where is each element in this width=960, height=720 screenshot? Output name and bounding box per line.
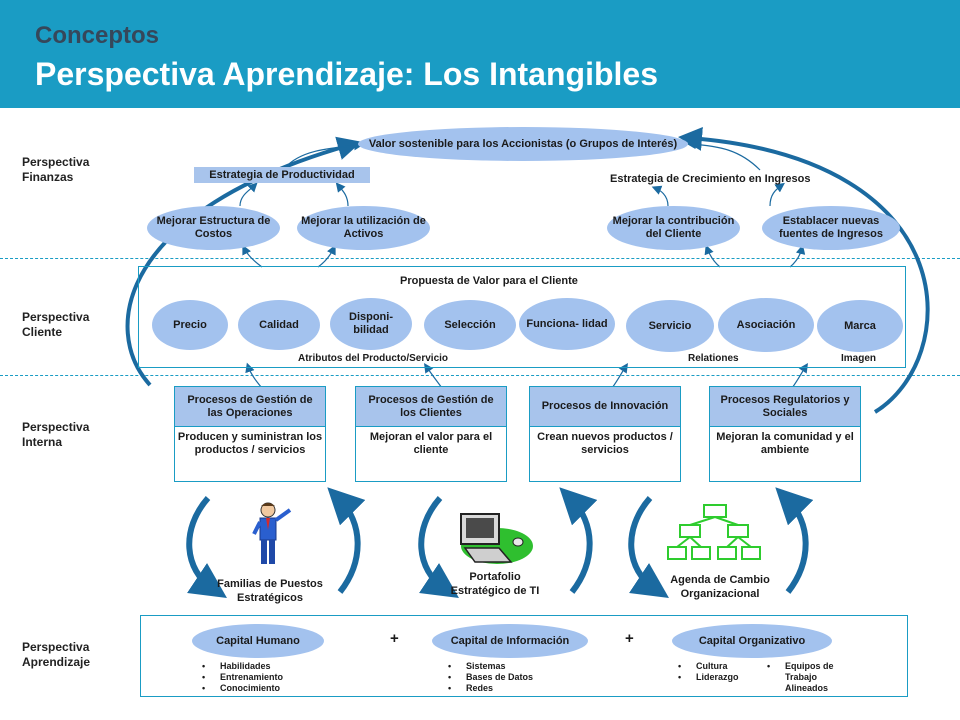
oval-asset-utilization: Mejorar la utilización de Activos [297,206,430,250]
capital-organizativo: Capital Organizativo [672,624,832,658]
list-item: Cultura [674,661,739,672]
list-item: Liderazgo [674,672,739,683]
separator-customer-internal [0,375,960,376]
tag-growth-strategy: Estrategia de Crecimiento en Ingresos [610,173,811,185]
org-capital-list-a: Cultura Liderazgo [674,661,739,683]
tag-productivity-strategy: Estrategia de Productividad [194,167,370,183]
process-operations: Procesos de Gestión de las Operaciones P… [174,386,326,482]
process-body: Crean nuevos productos / servicios [537,431,673,456]
attr-seleccion: Selección [424,300,516,350]
capital-informacion: Capital de Información [432,624,588,658]
process-body: Producen y suministran los productos / s… [177,431,323,456]
process-regulatory: Procesos Regulatorios y Sociales Mejoran… [709,386,861,482]
group-image: Imagen [841,353,877,364]
org-chart-icon [667,504,761,560]
attr-precio: Precio [152,300,228,350]
process-body: Mejoran el valor para el cliente [369,431,493,456]
attr-asociacion: Asociación [718,298,814,352]
label-perspective-finanzas: Perspectiva Finanzas [22,155,90,184]
caption-change-agenda: Agenda de Cambio Organizacional [670,574,770,600]
attr-funcionalidad: Funciona- lidad [519,298,615,350]
oval-customer-contribution: Mejorar la contribución del Cliente [607,206,740,250]
label-perspective-interna: Perspectiva Interna [22,420,90,449]
label-perspective-aprendizaje: Perspectiva Aprendizaje [22,640,91,669]
person-icon [252,502,292,564]
goal-shareholder-value: Valor sostenible para los Accionistas (o… [358,127,688,161]
group-relations: Relationes [688,353,739,364]
group-product-attributes: Atributos del Producto/Servicio [298,353,449,364]
plus-sign-2: + [625,630,634,647]
plus-sign-1: + [390,630,399,647]
list-item: Sistemas [444,661,533,672]
process-title: Procesos de Innovación [530,387,680,427]
attr-servicio: Servicio [626,300,714,352]
caption-job-families: Familias de Puestos Estratégicos [217,578,323,604]
list-item: Habilidades [198,661,283,672]
process-title: Procesos de Gestión de los Clientes [356,387,506,427]
attr-marca: Marca [817,300,903,352]
customer-value-box [138,266,906,368]
caption-it-portfolio: Portafolio Estratégico de TI [450,571,540,597]
process-innovation: Procesos de Innovación Crean nuevos prod… [529,386,681,482]
attr-calidad: Calidad [238,300,320,350]
list-item: Conocimiento [198,683,283,694]
attr-disponibilidad: Disponi- bilidad [330,298,412,350]
process-title: Procesos Regulatorios y Sociales [710,387,860,427]
slide-subtitle: Conceptos [35,22,160,49]
list-item: Equipos de Trabajo Alineados [763,661,843,694]
list-item: Redes [444,683,533,694]
value-prop-title: Propuesta de Valor para el Cliente [400,275,578,287]
header-band: Conceptos Perspectiva Aprendizaje: Los I… [0,0,960,108]
org-capital-list-b: Equipos de Trabajo Alineados [763,661,843,694]
separator-finance-customer [0,258,960,259]
slide-title: Perspectiva Aprendizaje: Los Intangibles [35,56,658,92]
process-body: Mejoran la comunidad y el ambiente [716,431,854,456]
human-capital-list: Habilidades Entrenamiento Conocimiento [198,661,283,694]
oval-new-revenue: Establacer nuevas fuentes de Ingresos [762,206,900,250]
list-item: Entrenamiento [198,672,283,683]
oval-cost-structure: Mejorar Estructura de Costos [147,206,280,250]
computer-icon [460,513,533,564]
list-item: Bases de Datos [444,672,533,683]
info-capital-list: Sistemas Bases de Datos Redes [444,661,533,694]
process-title: Procesos de Gestión de las Operaciones [175,387,325,427]
capital-humano: Capital Humano [192,624,324,658]
process-customers: Procesos de Gestión de los Clientes Mejo… [355,386,507,482]
learning-box [140,615,908,697]
label-perspective-cliente: Perspectiva Cliente [22,310,90,339]
